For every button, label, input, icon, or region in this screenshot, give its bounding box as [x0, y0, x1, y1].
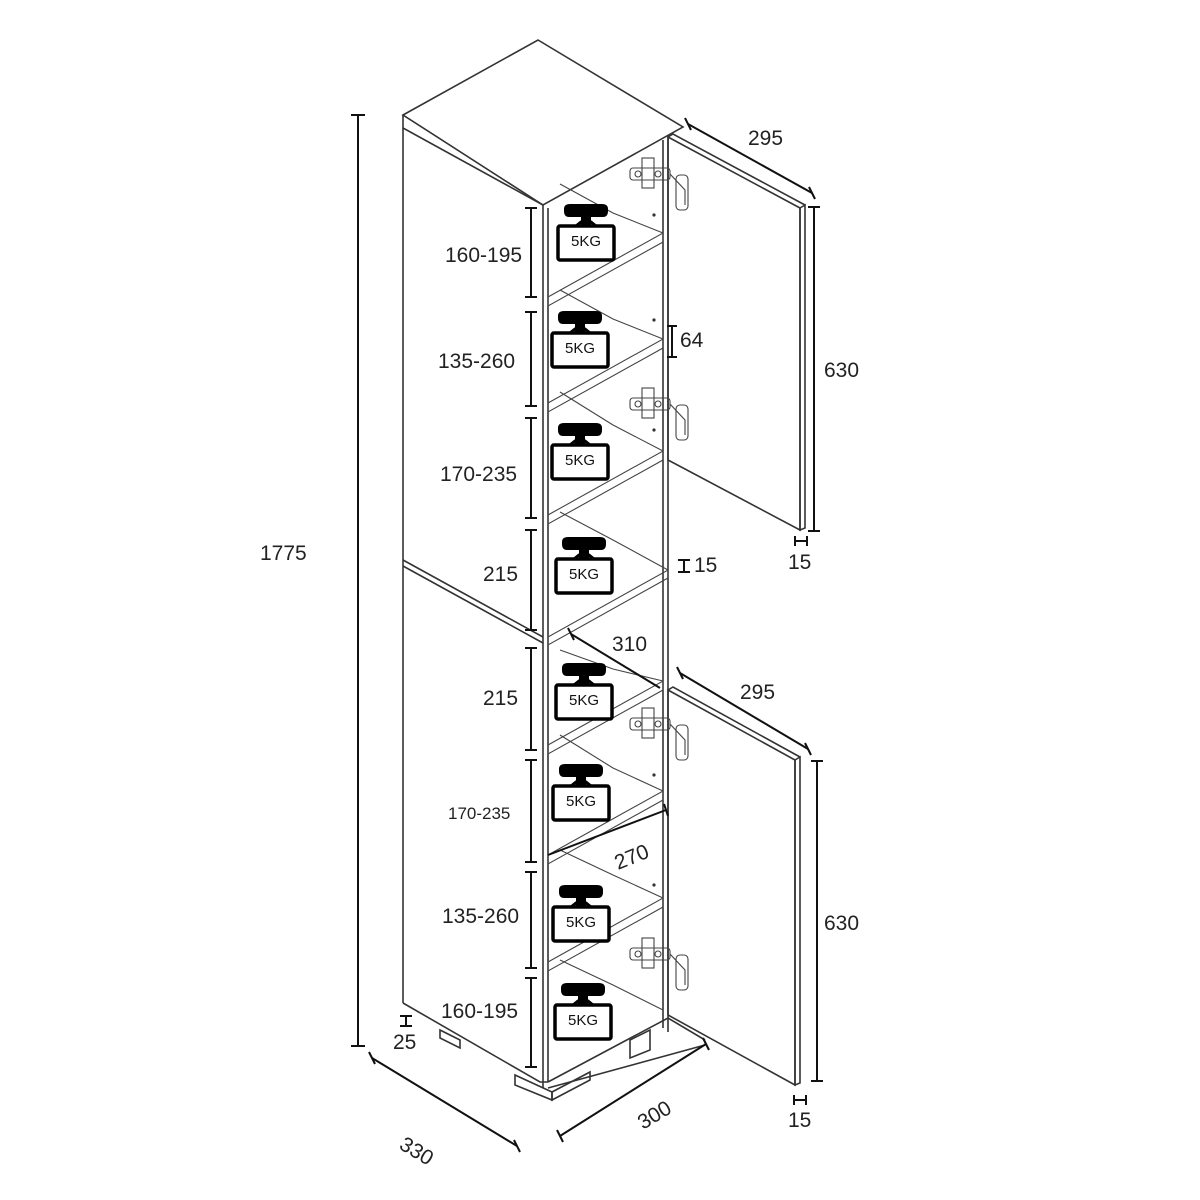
shelves [547, 183, 669, 1011]
weight-label: 5KG [566, 793, 596, 810]
weight-label: 5KG [566, 914, 596, 931]
top-panel [401, 39, 685, 206]
leg-back [629, 1028, 651, 1060]
weight-label: 5KG [569, 692, 599, 709]
dim-compartment-upper-2: 135-260 [438, 350, 515, 373]
dim-shelf-depth: 270 [611, 840, 652, 874]
dim-door-upper-width: 295 [748, 127, 783, 150]
dim-door-lower-width: 295 [740, 681, 775, 704]
weight-label: 5KG [571, 233, 601, 250]
dim-compartment-upper-4: 215 [483, 563, 518, 586]
dim-compartment-lower-4: 160-195 [441, 1000, 518, 1023]
weight-labels: 5KG 5KG 5KG 5KG 5KG 5KG 5KG 5KG [565, 233, 601, 1029]
leg-front-2 [551, 1070, 591, 1102]
dim-compartment-lower-1: 215 [483, 687, 518, 710]
dim-compartment-upper-1: 160-195 [445, 244, 522, 267]
door-upper [667, 133, 806, 532]
weight-label: 5KG [569, 566, 599, 583]
dim-door-upper-height: 630 [824, 359, 859, 382]
dim-total-height: 1775 [260, 542, 307, 565]
dim-door-lower-thickness: 15 [788, 1109, 811, 1132]
dim-door-upper-thickness: 15 [788, 551, 811, 574]
dim-hinge-spacing: 64 [680, 329, 704, 352]
dim-depth-side: 330 [395, 1133, 437, 1171]
dim-middle-panel: 15 [694, 554, 717, 577]
dim-door-lower-height: 630 [824, 912, 859, 935]
dim-compartment-lower-2: 170-235 [448, 804, 510, 823]
dimension-lines [351, 114, 823, 1153]
dim-inner-depth: 310 [612, 633, 647, 656]
dim-compartment-upper-3: 170-235 [440, 463, 517, 486]
dim-width-front: 300 [634, 1097, 676, 1135]
weight-label: 5KG [565, 340, 595, 357]
weight-label: 5KG [565, 452, 595, 469]
dimension-labels: 1775 160-195 135-260 170-235 215 215 170… [260, 127, 859, 1170]
weight-label: 5KG [568, 1012, 598, 1029]
door-lower [667, 686, 801, 1087]
dim-compartment-lower-3: 135-260 [442, 905, 519, 928]
dim-base-height: 25 [393, 1031, 416, 1054]
hinge-icon [629, 157, 689, 991]
leg-left [439, 1028, 461, 1050]
